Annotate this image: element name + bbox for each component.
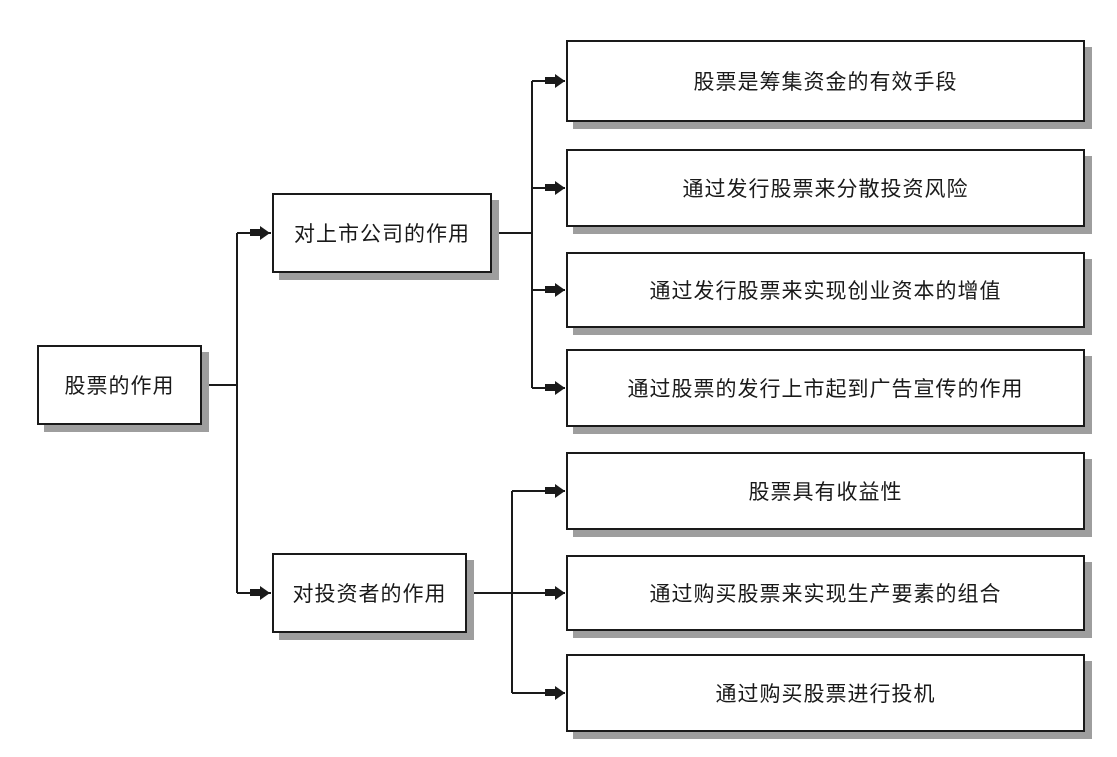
node-leaf-speculation: 通过购买股票进行投机 — [566, 654, 1085, 732]
node-root: 股票的作用 — [37, 345, 202, 425]
node-leaf-advertising-effect-label: 通过股票的发行上市起到广告宣传的作用 — [627, 378, 1024, 401]
arrow-to-leaf7 — [512, 686, 565, 700]
node-leaf-capital-appreciation: 通过发行股票来实现创业资本的增值 — [566, 252, 1085, 328]
arrow-to-leaf6 — [512, 586, 565, 600]
connector-branch1-trunk — [492, 81, 533, 388]
arrow-to-leaf4 — [532, 381, 565, 395]
node-leaf-diversify-risk: 通过发行股票来分散投资风险 — [566, 149, 1085, 227]
arrow-to-branch2 — [237, 586, 271, 600]
connector-root-trunk — [202, 233, 238, 593]
arrow-to-leaf5 — [512, 484, 565, 498]
node-leaf-production-factors: 通过购买股票来实现生产要素的组合 — [566, 555, 1085, 631]
node-root-label: 股票的作用 — [64, 375, 175, 398]
arrow-to-leaf1 — [532, 74, 565, 88]
node-leaf-profitability: 股票具有收益性 — [566, 452, 1085, 530]
arrow-to-leaf2 — [532, 181, 565, 195]
node-leaf-advertising-effect: 通过股票的发行上市起到广告宣传的作用 — [566, 349, 1085, 427]
node-leaf-raise-funds-label: 股票是筹集资金的有效手段 — [693, 71, 958, 94]
node-leaf-production-factors-label: 通过购买股票来实现生产要素的组合 — [649, 583, 1002, 606]
node-leaf-raise-funds: 股票是筹集资金的有效手段 — [566, 40, 1085, 122]
connector-branch2-trunk — [467, 491, 513, 693]
arrow-to-leaf3 — [532, 283, 565, 297]
node-leaf-capital-appreciation-label: 通过发行股票来实现创业资本的增值 — [649, 280, 1002, 303]
node-branch-listed-companies: 对上市公司的作用 — [272, 193, 492, 273]
node-branch-investors: 对投资者的作用 — [272, 553, 467, 633]
node-leaf-diversify-risk-label: 通过发行股票来分散投资风险 — [682, 178, 969, 201]
arrow-to-branch1 — [237, 226, 271, 240]
node-leaf-profitability-label: 股票具有收益性 — [748, 481, 903, 504]
node-branch-investors-label: 对投资者的作用 — [292, 583, 447, 606]
node-leaf-speculation-label: 通过购买股票进行投机 — [715, 683, 936, 706]
node-branch-listed-companies-label: 对上市公司的作用 — [294, 223, 470, 246]
